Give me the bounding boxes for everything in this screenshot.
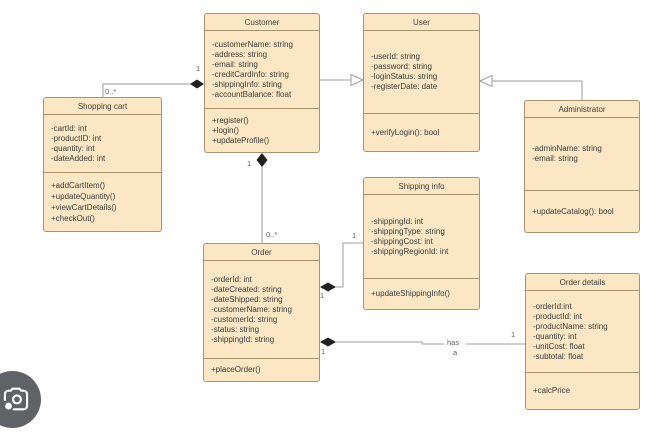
association-label: a: [453, 348, 458, 357]
attribute-line: -adminName: string: [532, 144, 602, 153]
image-search-lens-button[interactable]: [0, 371, 41, 428]
attribute-line: -dateShipped: string: [211, 294, 283, 304]
multiplicity-label: 1: [321, 347, 326, 356]
multiplicity-label: 0..*: [105, 87, 117, 96]
attribute-line: -status: string: [211, 324, 260, 334]
google-lens-camera-icon: [3, 387, 28, 410]
class-order-details[interactable]: Order details -orderId:int -productId: i…: [525, 273, 640, 410]
attribute-line: -shippingId: string: [211, 334, 275, 344]
attribute-line: -subtotal: float: [533, 351, 584, 361]
attribute-line: -email: string: [212, 59, 258, 69]
method-line: +viewCartDetails(): [51, 203, 117, 212]
class-shopping-cart[interactable]: Shopping cart -cartId: int -productID: i…: [43, 97, 162, 232]
class-title: Shipping info: [364, 178, 479, 195]
attribute-line: -password: string: [371, 62, 432, 71]
attribute-line: -productId: int: [533, 311, 582, 321]
multiplicity-label: 1: [196, 64, 201, 73]
edge-order-shipping: [336, 242, 363, 288]
class-methods: +addCartItem() +updateQuantity() +viewCa…: [44, 173, 161, 231]
attribute-line: -productName: string: [533, 321, 608, 331]
class-title: Order details: [526, 274, 639, 291]
multiplicity-label: 1: [352, 231, 357, 240]
attribute-line: -customerName: string: [211, 304, 292, 314]
class-title: Administrator: [525, 101, 639, 118]
multiplicity-label: 1: [247, 159, 252, 168]
attribute-line: -loginStatus: string: [371, 72, 438, 81]
attribute-line: -shippingId: int: [371, 216, 424, 226]
method-line: +checkOut(): [51, 214, 95, 223]
attribute-line: -shippingCost: int: [371, 236, 433, 246]
attribute-line: -shippingType: string: [371, 226, 445, 236]
method-line: +verifyLogin(): bool: [371, 127, 440, 137]
class-title: User: [364, 14, 479, 31]
class-methods: +updateShippingInfo(): [364, 279, 479, 309]
composition-diamond-icon: [320, 337, 336, 347]
attribute-line: -quantity: int: [533, 331, 577, 341]
class-attributes: -cartId: int -productID: int -quantity: …: [44, 115, 161, 173]
class-user[interactable]: User -userId: string -password: string -…: [363, 13, 480, 152]
attribute-line: -unitCost: float: [533, 341, 585, 351]
generalization-arrow-icon: [478, 74, 493, 88]
multiplicity-label: 1: [320, 291, 325, 300]
attribute-line: -userId: string: [371, 52, 420, 61]
attribute-line: -orderId: int: [211, 274, 252, 284]
method-line: +register(): [212, 115, 249, 125]
edge-administrator-user: [492, 80, 583, 100]
edge-order-details: [336, 341, 444, 345]
class-attributes: -adminName: string -email: string: [525, 118, 639, 191]
class-title: Order: [204, 244, 319, 261]
class-title: Customer: [205, 14, 319, 31]
method-line: +placeOrder(): [211, 365, 261, 374]
attribute-line: -quantity: int: [51, 143, 95, 153]
class-title: Shopping cart: [44, 98, 161, 115]
method-line: +login(): [212, 125, 239, 135]
multiplicity-label: 0..*: [266, 230, 278, 239]
class-attributes: -shippingId: int -shippingType: string -…: [364, 195, 479, 279]
attribute-line: -productID: int: [51, 133, 102, 143]
attribute-line: -registerDate: date: [371, 82, 438, 91]
attribute-line: -dateCreated: string: [211, 284, 282, 294]
method-line: +updateShippingInfo(): [371, 289, 450, 298]
attribute-line: -customerName: string: [212, 39, 293, 49]
class-customer[interactable]: Customer -customerName: string -address:…: [204, 13, 320, 153]
class-attributes: -orderId:int -productId: int -productNam…: [526, 291, 639, 373]
method-line: +addCartItem(): [51, 181, 106, 190]
multiplicity-label: 1: [511, 330, 516, 339]
composition-diamond-icon: [256, 153, 268, 167]
attribute-line: -shippingInfo: string: [212, 79, 282, 89]
association-label: has: [447, 338, 460, 347]
method-line: +updateProfile(): [212, 135, 270, 145]
class-order[interactable]: Order -orderId: int -dateCreated: string…: [203, 243, 320, 382]
class-shipping-info[interactable]: Shipping info -shippingId: int -shipping…: [363, 177, 480, 310]
attribute-line: -creditCardInfo: string: [212, 69, 289, 79]
attribute-line: -orderId:int: [533, 301, 572, 311]
class-attributes: -customerName: string -address: string -…: [205, 31, 319, 109]
attribute-line: -email: string: [532, 154, 578, 163]
class-methods: +register() +login() +updateProfile(): [205, 109, 319, 152]
attribute-line: -dateAdded: int: [51, 153, 106, 163]
attribute-line: -shippingRegionId: int: [371, 246, 449, 256]
method-line: +calcPrice: [533, 386, 571, 395]
class-methods: +placeOrder(): [204, 359, 319, 381]
class-methods: +updateCatalog(): bool: [525, 191, 639, 232]
attribute-line: -cartId: int: [51, 123, 87, 133]
class-methods: +calcPrice: [526, 373, 639, 409]
method-line: +updateCatalog(): bool: [532, 206, 614, 216]
attribute-line: -address: string: [212, 49, 268, 59]
method-line: +updateQuantity(): [51, 192, 116, 201]
generalization-arrow-icon: [350, 73, 365, 87]
class-administrator[interactable]: Administrator -adminName: string -email:…: [524, 100, 640, 233]
attribute-line: -accountBalance: float: [212, 89, 292, 99]
class-methods: +verifyLogin(): bool: [364, 114, 479, 151]
attribute-line: -customerId: string: [211, 314, 278, 324]
class-attributes: -orderId: int -dateCreated: string -date…: [204, 261, 319, 359]
class-attributes: -userId: string -password: string -login…: [364, 31, 479, 114]
composition-diamond-icon: [190, 79, 204, 89]
